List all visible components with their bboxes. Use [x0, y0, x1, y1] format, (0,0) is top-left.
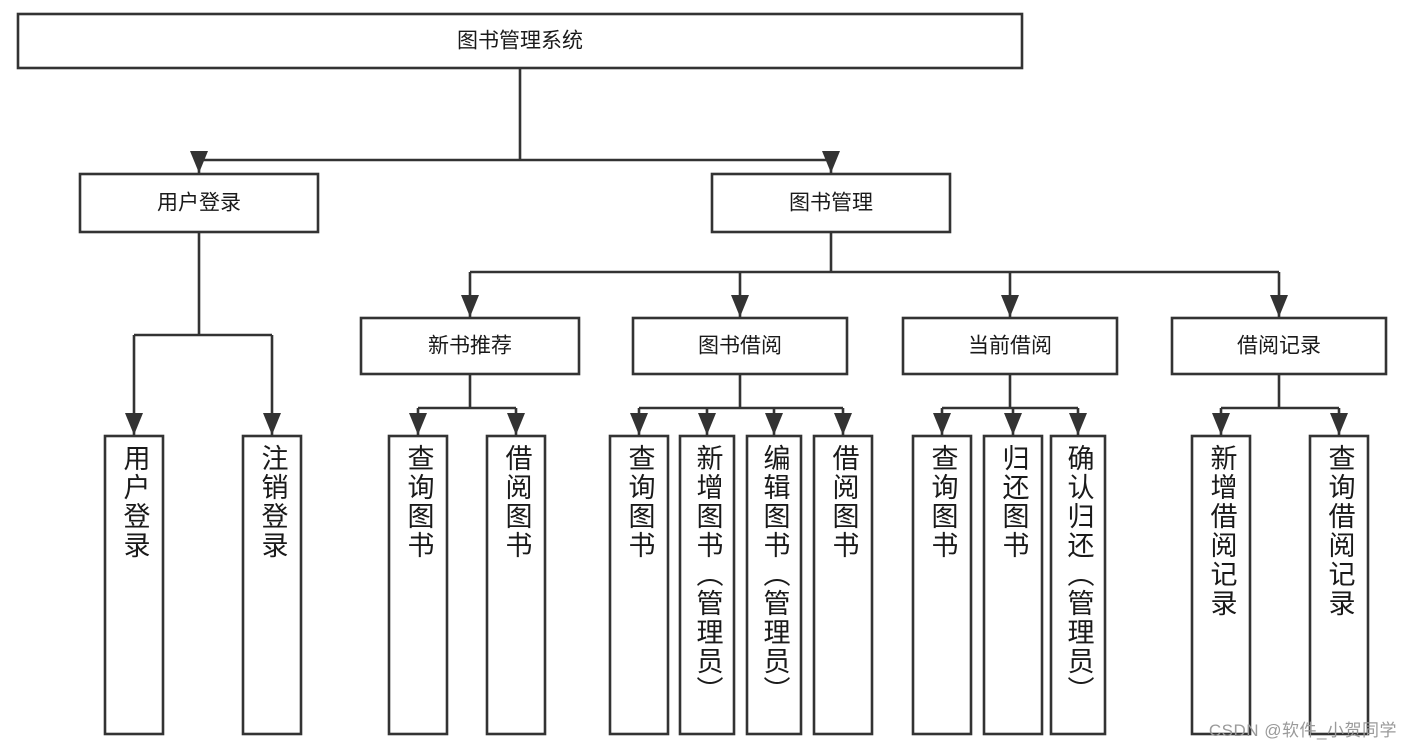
node-leaf-add-borrow-record[interactable]	[1190, 434, 1252, 736]
node-leaf-query-book-current[interactable]	[911, 434, 973, 736]
node-leaf-add-book[interactable]	[678, 434, 736, 736]
arrow-head-icon	[698, 413, 716, 435]
node-leaf-borrow-book[interactable]	[812, 434, 874, 736]
arrow-head-icon	[1069, 413, 1087, 435]
arrow-head-icon	[1004, 413, 1022, 435]
node-leaf-user-login[interactable]	[103, 434, 165, 736]
node-book-management[interactable]	[710, 172, 952, 234]
node-label: 当前借阅	[968, 335, 1052, 358]
arrow-head-icon	[765, 413, 783, 435]
arrow-head-icon	[1212, 413, 1230, 435]
arrow-head-icon	[630, 413, 648, 435]
node-root-book-system[interactable]	[16, 12, 1024, 70]
arrow-head-icon	[731, 295, 749, 317]
node-current-borrow[interactable]	[901, 316, 1119, 376]
node-leaf-edit-book[interactable]	[745, 434, 803, 736]
node-leaf-query-book-borrow[interactable]	[608, 434, 670, 736]
arrow-head-icon	[933, 413, 951, 435]
arrow-head-icon	[1330, 413, 1348, 435]
watermark-text: CSDN @软件_小贺同学	[1208, 721, 1397, 740]
node-label: 图书管理系统	[457, 30, 583, 53]
node-leaf-query-book-new[interactable]	[387, 434, 449, 736]
arrow-head-icon	[822, 151, 840, 173]
arrow-head-icon	[1001, 295, 1019, 317]
node-borrow-record[interactable]	[1170, 316, 1388, 376]
node-label: 借阅记录	[1237, 335, 1321, 358]
connectors-layer	[125, 68, 1348, 435]
arrow-head-icon	[834, 413, 852, 435]
node-new-book-recommend[interactable]	[359, 316, 581, 376]
node-label: 图书管理	[789, 192, 873, 215]
node-leaf-borrow-book-new[interactable]	[485, 434, 547, 736]
arrow-head-icon	[125, 413, 143, 435]
node-boxes-layer	[16, 12, 1388, 736]
node-label: 图书借阅	[698, 335, 782, 358]
node-leaf-confirm-return[interactable]	[1049, 434, 1107, 736]
node-label: 用户登录	[157, 192, 241, 215]
arrow-head-icon	[190, 151, 208, 173]
arrow-head-icon	[409, 413, 427, 435]
node-label: 新书推荐	[428, 335, 512, 358]
node-user-login[interactable]	[78, 172, 320, 234]
node-leaf-query-borrow-record[interactable]	[1308, 434, 1370, 736]
node-leaf-return-book[interactable]	[982, 434, 1044, 736]
node-leaf-logout[interactable]	[241, 434, 303, 736]
arrow-head-icon	[263, 413, 281, 435]
node-book-borrow[interactable]	[631, 316, 849, 376]
arrow-head-icon	[507, 413, 525, 435]
arrow-head-icon	[1270, 295, 1288, 317]
arrow-head-icon	[461, 295, 479, 317]
